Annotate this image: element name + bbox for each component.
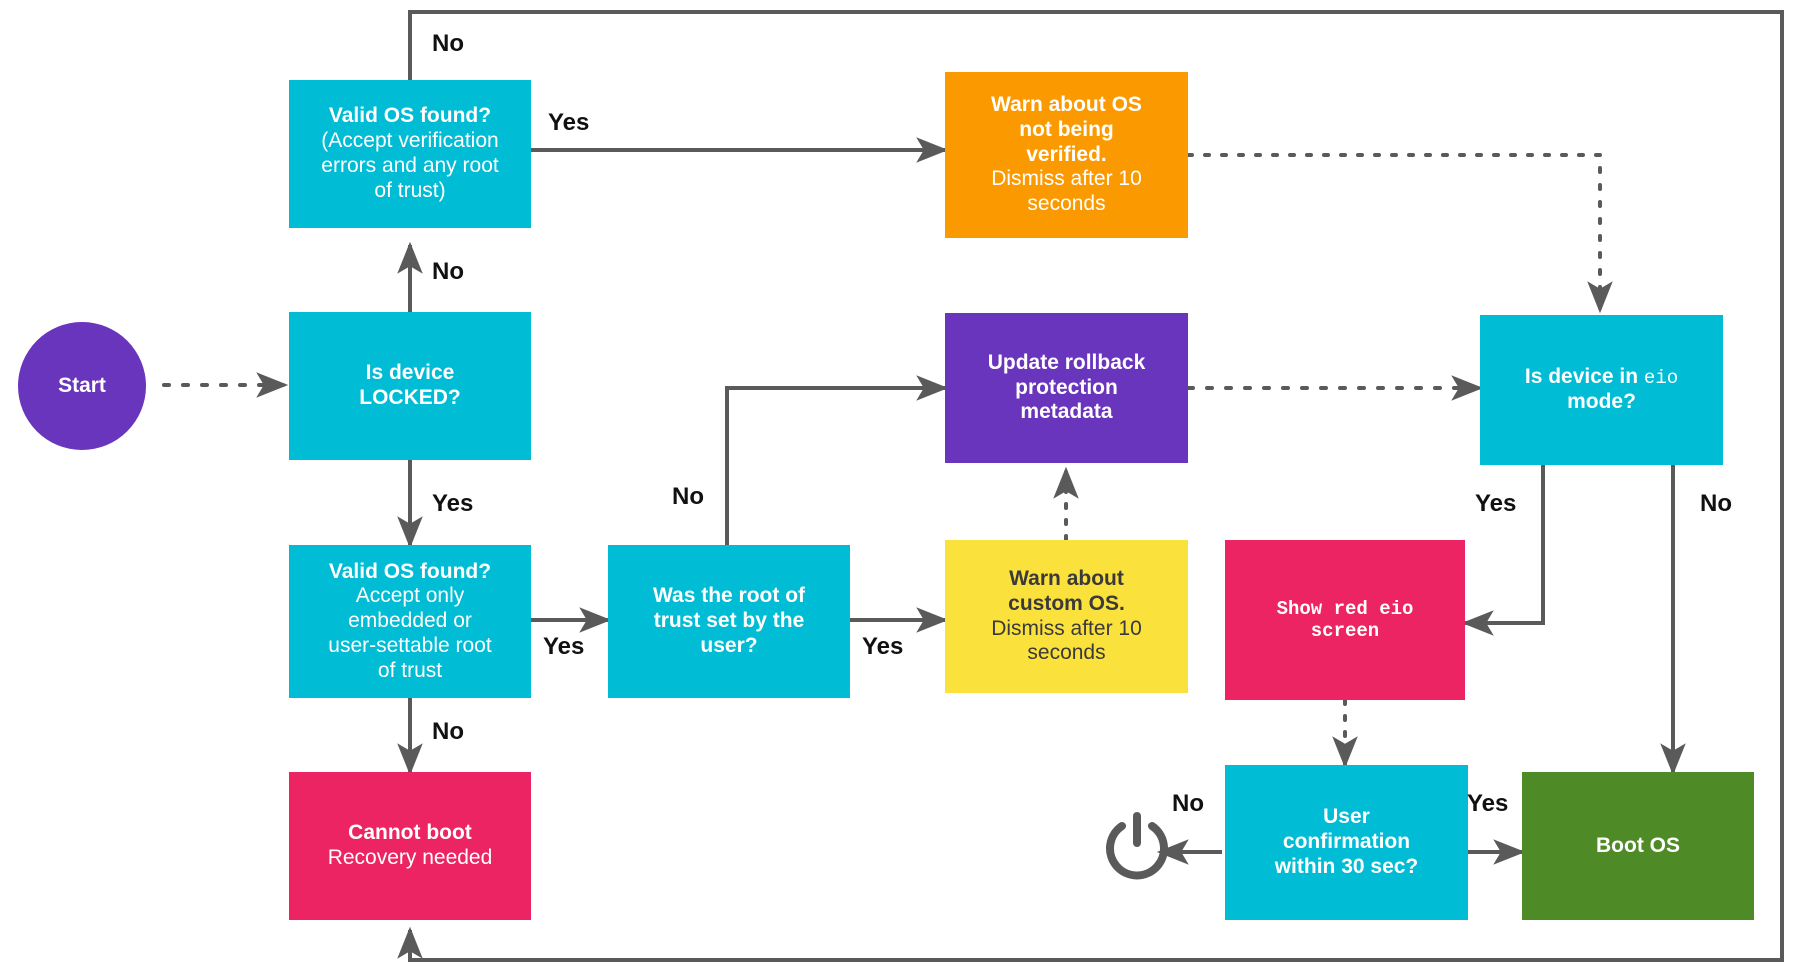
node-line: mode? [1567,390,1636,413]
edge-label-device-locked-no: No [432,258,464,285]
node-line: Is device [365,361,455,385]
boot-os[interactable]: Boot OS [1522,772,1754,920]
node-line: Boot OS [1596,833,1680,857]
node-line: Show red eio [1276,597,1414,620]
edge-eio-yes [1461,465,1545,636]
update-rollback-protection-metadata[interactable]: Update rollback protection metadata [945,313,1188,463]
node-line: embedded or [348,609,472,633]
node-line: metadata [1020,400,1113,424]
node-line: seconds [1027,641,1106,665]
valid-os-found-unlocked[interactable]: Valid OS found? (Accept verification err… [289,80,531,228]
start-label: Start [58,373,106,397]
node-line: screen [1310,620,1380,642]
power-off-icon [1100,810,1174,884]
node-line: of trust) [374,178,446,202]
node-line: Recovery needed [327,846,493,869]
node-line: verified. [1026,142,1107,166]
node-line: confirmation [1282,830,1411,854]
edge-label-valid-os-locked-yes: Yes [543,633,585,660]
edge-label-eio-no: No [1700,490,1732,517]
warn-custom-os[interactable]: Warn about custom OS. Dismiss after 10 s… [945,540,1188,693]
cannot-boot[interactable]: Cannot boot Recovery needed [289,772,531,920]
show-red-eio-screen[interactable]: Show red eio screen [1225,540,1465,700]
edge-label-unlocked-valid-yes: Yes [548,109,590,136]
node-line: user-settable root [328,633,492,657]
node-line: errors and any root [321,154,499,177]
node-line: Warn about OS [991,93,1142,117]
start-node[interactable]: Start [18,322,146,450]
edge-root-of-trust-no [725,375,949,545]
edge-unlocked-no [397,10,1784,962]
is-device-in-eio-mode[interactable]: Is device in eio mode? [1480,315,1723,465]
node-line: Valid OS found? [328,559,492,583]
edge-label-eio-yes: Yes [1475,490,1517,517]
edge-label-unlocked-no-top: No [432,30,464,57]
node-line: Is device in eio [1524,365,1679,390]
node-line: user? [700,633,758,657]
node-line: Was the root of [652,584,806,608]
node-line: not being [1019,117,1114,141]
edge-label-device-locked-yes: Yes [432,490,474,517]
node-line: LOCKED? [359,386,461,409]
node-line: Dismiss after 10 [991,616,1142,640]
user-confirmation-within-30-sec[interactable]: User confirmation within 30 sec? [1225,765,1468,920]
node-line: Cannot boot [348,821,472,845]
node-line: Accept only [355,584,465,608]
edge-label-root-of-trust-yes: Yes [862,633,904,660]
was-root-of-trust-set-by-user[interactable]: Was the root of trust set by the user? [608,545,850,698]
node-line: (Accept verification [321,129,499,153]
node-line: Valid OS found? [328,104,492,128]
node-line: Warn about [1009,566,1124,590]
node-line: within 30 sec? [1274,854,1419,878]
edge-label-valid-os-locked-no: No [432,718,464,745]
edge-label-root-of-trust-no: No [672,483,704,510]
node-line: Update rollback [987,350,1146,374]
valid-os-found-locked[interactable]: Valid OS found? Accept only embedded or … [289,545,531,698]
is-device-locked[interactable]: Is device LOCKED? [289,312,531,460]
node-line: Dismiss after 10 [991,167,1142,191]
edge-warn-unverified-to-eio [1186,153,1613,314]
node-line: of trust [377,658,443,682]
node-line: seconds [1027,192,1106,216]
node-line: trust set by the [653,609,805,633]
node-line: custom OS. [1008,591,1125,615]
node-line: User [1323,805,1370,829]
edge-label-user-confirmation-no: No [1172,790,1204,817]
edge-label-user-confirmation-yes: Yes [1467,790,1509,817]
warn-os-not-verified[interactable]: Warn about OS not being verified. Dismis… [945,72,1188,238]
node-line: protection [1015,375,1118,399]
